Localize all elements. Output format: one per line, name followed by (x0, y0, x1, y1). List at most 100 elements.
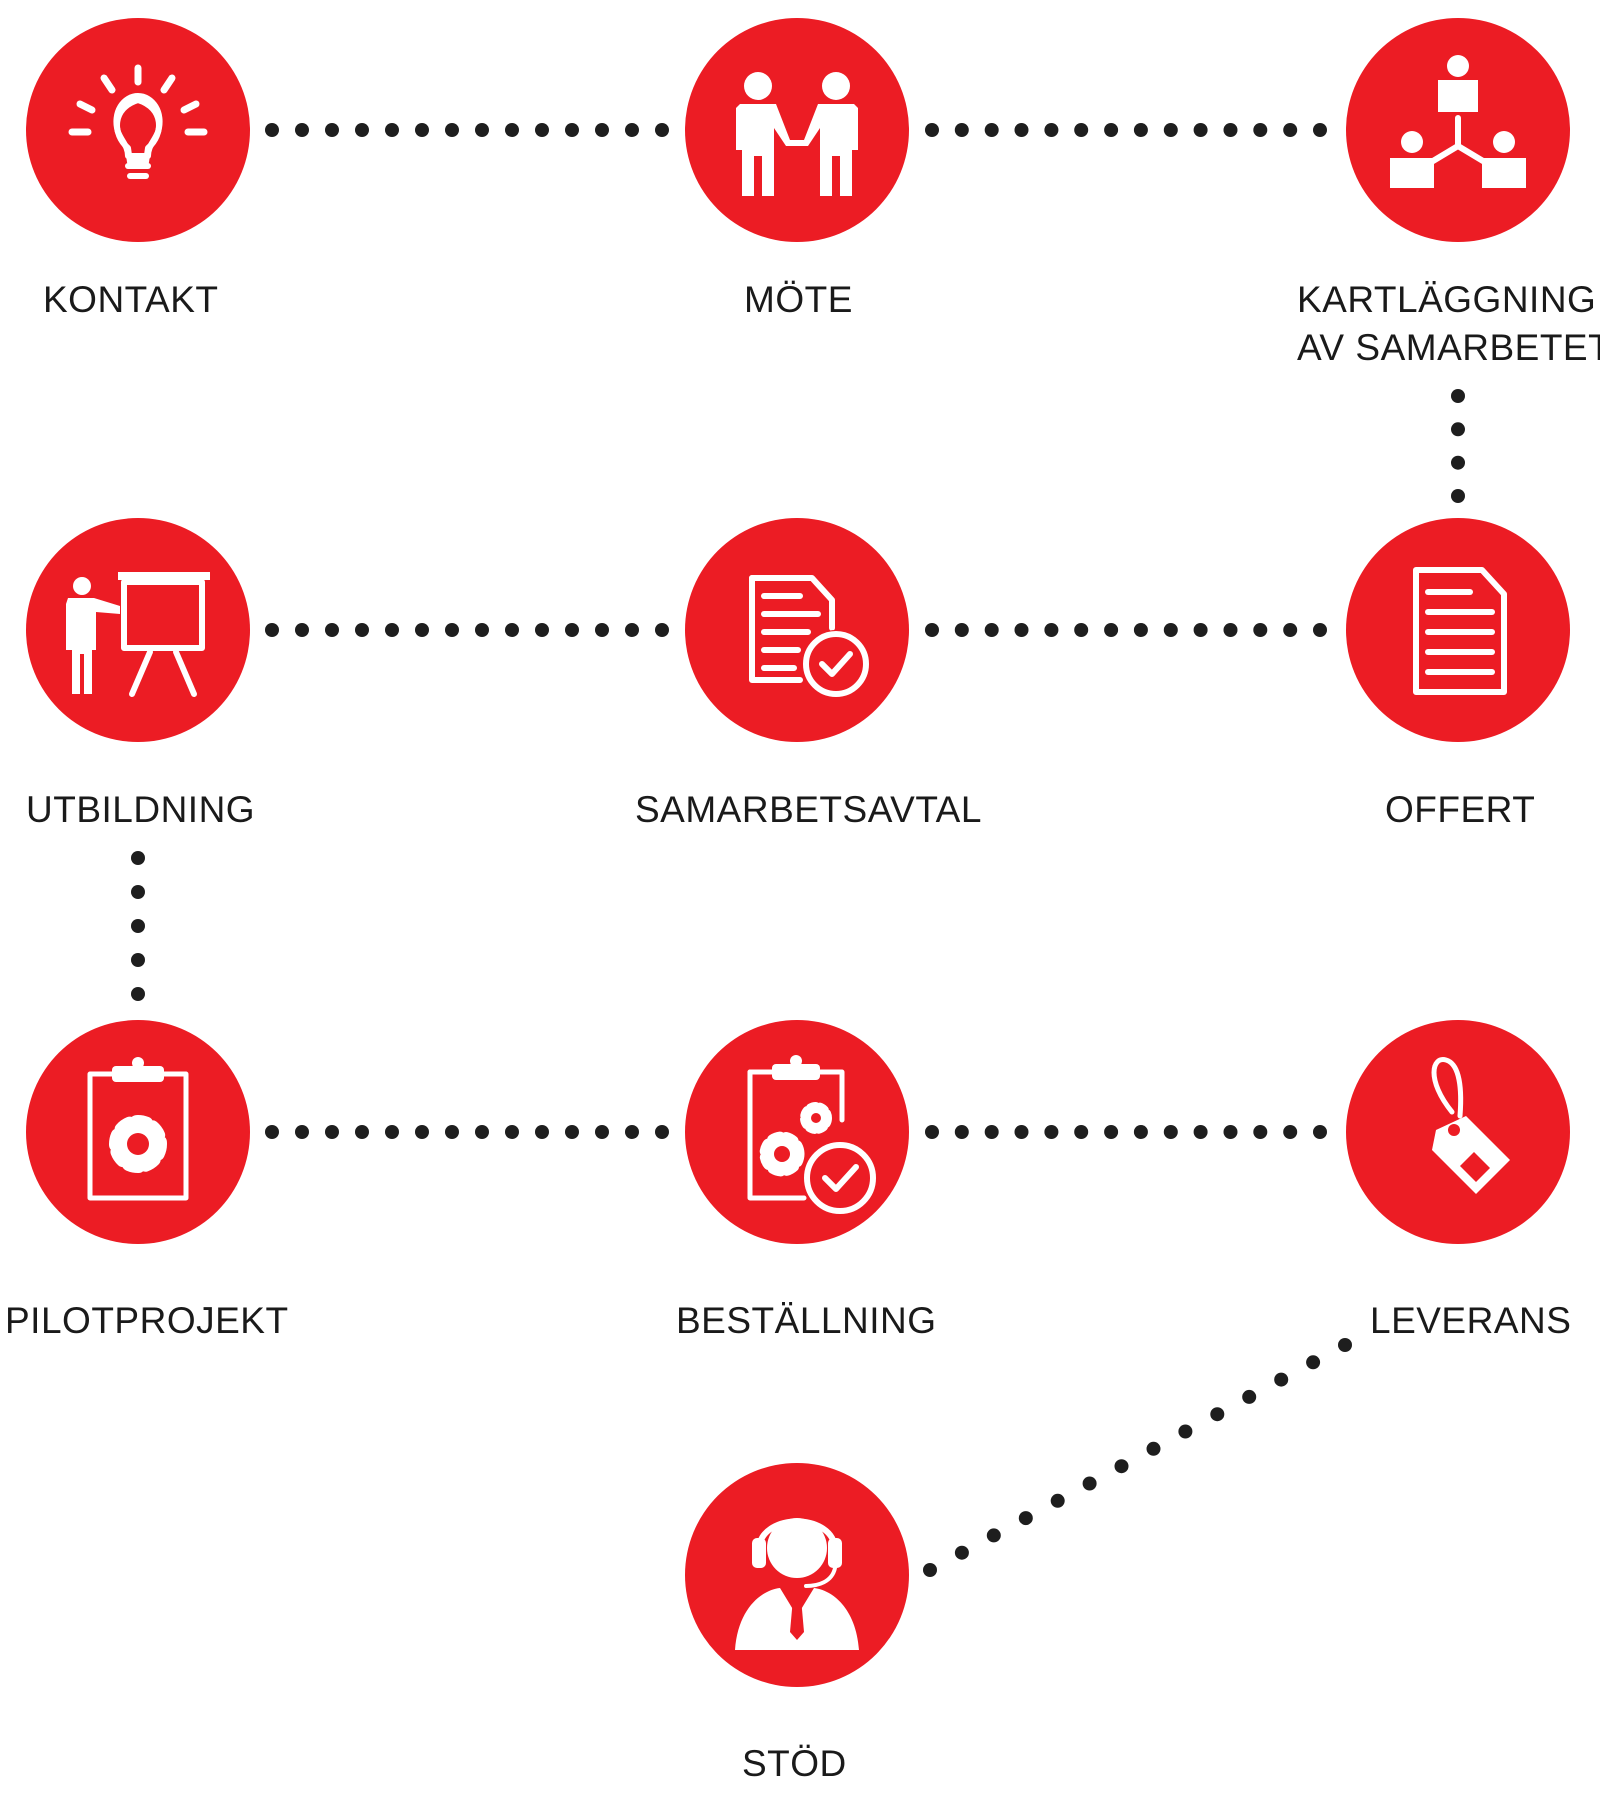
connector-dot (655, 123, 669, 137)
node-offert (1346, 518, 1570, 742)
connector-dot (1223, 1125, 1238, 1139)
connector-dot (325, 1125, 339, 1139)
clipboard-gear-icon (87, 1057, 189, 1201)
connector-dot (655, 1125, 669, 1139)
connector-dot (1451, 389, 1465, 403)
connector-dot (1014, 623, 1029, 637)
connector-dot (295, 623, 309, 637)
connector-dot (1451, 489, 1465, 503)
document-icon (1413, 567, 1507, 695)
connector-dot (1014, 123, 1029, 137)
connector-dot (595, 1125, 609, 1139)
clipboard-gears-check-icon (747, 1055, 878, 1216)
node-kontakt (26, 18, 250, 242)
connector-pilotprojekt-bestallning (265, 1125, 669, 1139)
connector-dot (625, 1125, 639, 1139)
connector-dot (1193, 123, 1208, 137)
connector-dot (984, 1125, 999, 1139)
connector-dot (1223, 623, 1238, 637)
connector-dot (954, 1545, 969, 1560)
connector-dot (984, 623, 999, 637)
connector-dot (1163, 123, 1178, 137)
connector-offert-samarbetsavtal (925, 623, 1327, 637)
connector-dot (131, 851, 145, 865)
connector-dot (1104, 623, 1119, 637)
connector-dot (325, 123, 339, 137)
connector-dot (1223, 123, 1238, 137)
connector-dot (655, 623, 669, 637)
connector-kontakt-mote (265, 123, 669, 137)
connector-dot (1163, 1125, 1178, 1139)
connector-dot (535, 623, 549, 637)
label-offert: OFFERT (1385, 789, 1536, 830)
connector-dot (1044, 623, 1059, 637)
node-mote (685, 18, 909, 242)
label-pilotprojekt: PILOTPROJEKT (5, 1300, 289, 1341)
connector-dot (954, 1125, 969, 1139)
connector-dot (1210, 1407, 1225, 1422)
connector-dot (475, 623, 489, 637)
connector-dot (925, 1125, 939, 1139)
connector-dot (1133, 623, 1148, 637)
connector-dot (1253, 623, 1268, 637)
connector-dot (265, 1125, 279, 1139)
connector-dot (1104, 1125, 1119, 1139)
node-kartlaggning (1346, 18, 1570, 242)
connector-dot (1313, 623, 1327, 637)
connector-dot (1283, 123, 1298, 137)
connector-dot (265, 123, 279, 137)
node-utbildning (26, 518, 250, 742)
connector-dot (1018, 1511, 1033, 1526)
connector-dot (1044, 1125, 1059, 1139)
connector-dot (505, 123, 519, 137)
label-mote: MÖTE (744, 279, 853, 320)
lightbulb-icon (68, 64, 208, 179)
connector-dot (505, 623, 519, 637)
connector-dot (1044, 123, 1059, 137)
connector-dot (1193, 623, 1208, 637)
connector-dot (1274, 1372, 1289, 1387)
headset-support-icon (735, 1518, 859, 1650)
connector-dot (1193, 1125, 1208, 1139)
connector-dot (505, 1125, 519, 1139)
connector-dot (1082, 1476, 1097, 1491)
connector-dot (986, 1528, 1001, 1543)
connector-dot (445, 1125, 459, 1139)
connector-dot (1306, 1355, 1321, 1370)
connector-dot (1313, 123, 1327, 137)
connector-dot (445, 123, 459, 137)
tag-icon (1431, 1057, 1510, 1194)
connector-dot (1074, 123, 1089, 137)
connector-dot (355, 1125, 369, 1139)
label-kontakt: KONTAKT (43, 279, 219, 320)
connector-dot (1283, 623, 1298, 637)
node-stod (685, 1463, 909, 1687)
connector-dot (475, 1125, 489, 1139)
connector-dot (1163, 623, 1178, 637)
connector-kartlaggning-offert (1451, 389, 1465, 503)
document-check-icon (749, 575, 870, 698)
connector-dot (1178, 1424, 1193, 1439)
connector-dot (295, 1125, 309, 1139)
connector-dot (1014, 1125, 1029, 1139)
connector-dot (1133, 1125, 1148, 1139)
connector-dot (565, 1125, 579, 1139)
connector-dot (415, 1125, 429, 1139)
connector-dot (1133, 123, 1148, 137)
label-utbildning: UTBILDNING (26, 789, 256, 830)
connector-dot (1242, 1389, 1257, 1404)
connector-dot (565, 123, 579, 137)
connector-dot (415, 623, 429, 637)
connector-dot (355, 123, 369, 137)
connector-dot (954, 623, 969, 637)
connector-dot (595, 123, 609, 137)
connector-dot (565, 623, 579, 637)
connector-dot (385, 623, 399, 637)
node-bestallning (685, 1020, 909, 1244)
label-bestallning: BESTÄLLNING (676, 1300, 937, 1341)
connector-dot (385, 123, 399, 137)
connectors (131, 123, 1465, 1577)
connector-dot (1050, 1493, 1065, 1508)
connector-dot (1451, 455, 1465, 470)
